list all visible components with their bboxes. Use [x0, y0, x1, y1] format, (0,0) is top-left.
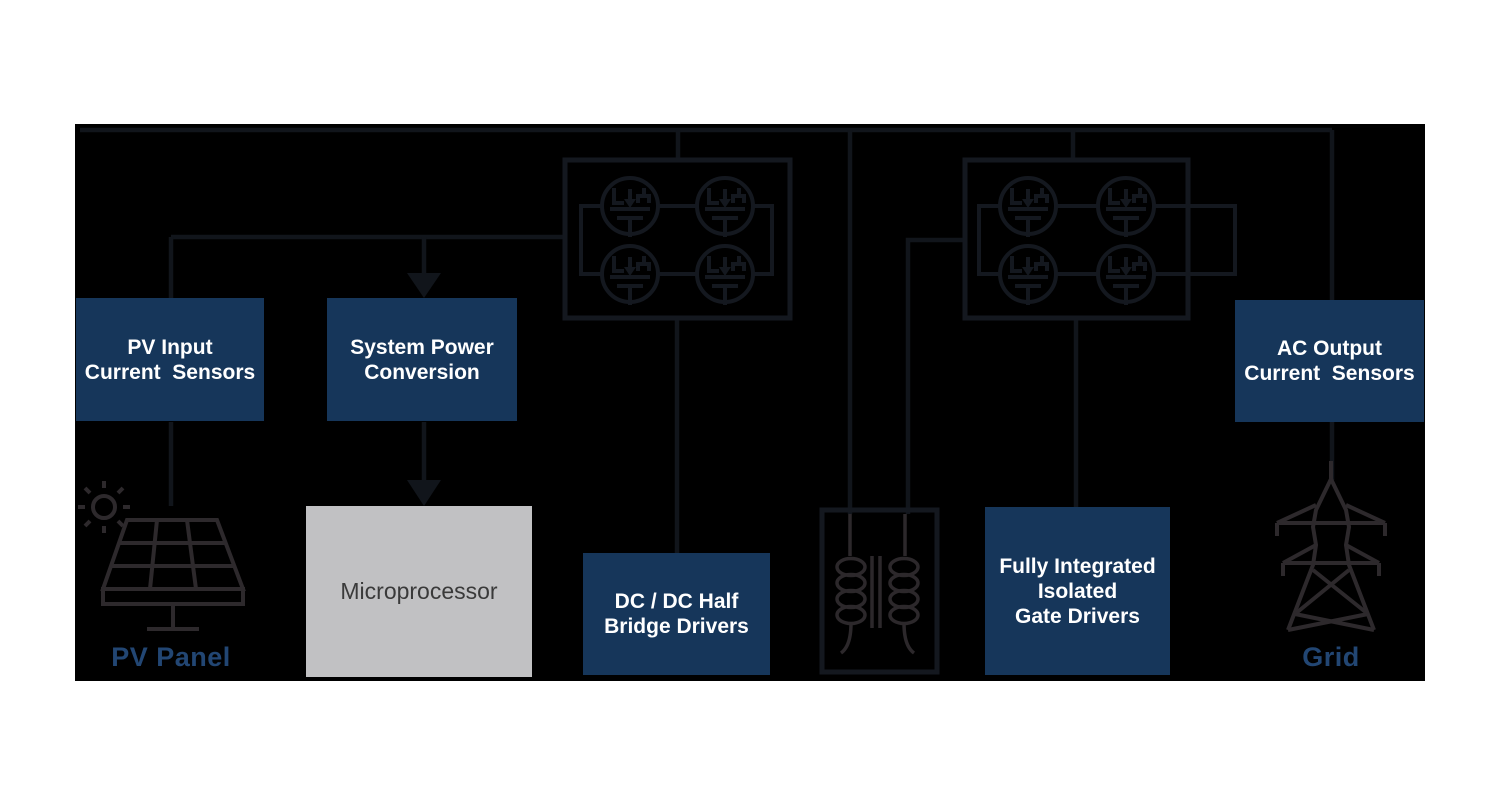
- mosfet-bridge-left-icon: [562, 157, 793, 321]
- block-label: Fully Integrated: [999, 554, 1156, 578]
- mosfet-bridge-right-icon: [962, 157, 1237, 321]
- arrow-down-icon: [407, 273, 441, 298]
- pv-panel-label: PV Panel: [111, 642, 231, 672]
- transformer-icon: [819, 507, 940, 675]
- block-label: Microprocessor: [340, 578, 498, 604]
- block-ac-output-current-sensors: AC Output Current Sensors: [1235, 300, 1424, 422]
- block-label: PV Input: [127, 335, 213, 359]
- arrow-down-icon: [407, 480, 441, 506]
- pv-panel-icon: [100, 518, 246, 631]
- block-microprocessor: Microprocessor: [306, 506, 532, 677]
- block-label: Isolated: [1037, 579, 1118, 603]
- block-label: Current Sensors: [84, 360, 256, 384]
- block-label: DC / DC Half: [614, 590, 739, 613]
- block-system-power-conversion: System Power Conversion: [327, 298, 517, 421]
- block-label: Conversion: [364, 360, 480, 384]
- block-label: Bridge Drivers: [604, 615, 749, 638]
- sun-icon: [78, 481, 130, 533]
- block-label: Current Sensors: [1244, 362, 1415, 385]
- block-dc-dc-half-bridge-drivers: DC / DC Half Bridge Drivers: [583, 553, 770, 675]
- block-label: Gate Drivers: [1015, 604, 1140, 628]
- grid-tower-icon: [1275, 461, 1387, 632]
- block-label: AC Output: [1277, 337, 1382, 360]
- connection-wires: [80, 127, 1335, 555]
- block-fully-integrated-isolated-gate-drivers: Fully Integrated Isolated Gate Drivers: [985, 507, 1170, 675]
- block-pv-input-current-sensors: PV Input Current Sensors: [76, 298, 264, 421]
- grid-label: Grid: [1302, 642, 1360, 672]
- block-label: System Power: [350, 335, 494, 359]
